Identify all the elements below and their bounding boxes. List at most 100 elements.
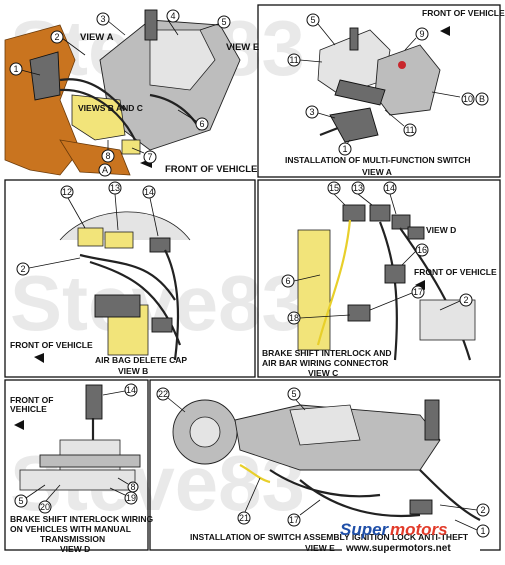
callout-11-bottom: 11 [384,109,417,137]
svg-text:7: 7 [147,152,152,162]
svg-text:5: 5 [310,15,315,25]
label-views-bc: VIEWS B AND C [78,103,143,113]
label-view-a: VIEW A [80,32,114,43]
svg-text:22: 22 [158,389,168,399]
callouts-main: 1 2 3 4 5 6 7 8 A [9,9,231,177]
column-housing-c-shape [297,229,331,351]
view-d-frame [4,379,149,551]
connector-15-shape [342,204,366,222]
callout-14: 14 [383,181,397,215]
view-a-wire [319,126,339,137]
lower-connector-shape [94,294,141,318]
view-b-caption-line1: AIR BAG DELETE CAP [95,355,187,365]
cross-member-shape [39,454,141,468]
svg-text:1: 1 [13,64,18,74]
connector-14d-shape [85,384,103,420]
switch-red-detail [398,61,406,69]
callout-6: 6 [177,109,209,131]
svg-text:10: 10 [463,94,473,104]
view-c-caption-line1: BRAKE SHIFT INTERLOCK AND [262,348,392,358]
svg-text:2: 2 [463,295,468,305]
url-backdrop [342,541,480,554]
callout-10: 10 [461,92,475,106]
svg-text:9: 9 [419,29,424,39]
callouts-view-d: 14 5 20 8 19 [14,383,139,514]
callouts-view-e: 22 5 21 17 2 1 [156,387,490,538]
callout-2: 2 [439,503,490,517]
connector-e-shape [409,499,433,515]
svg-text:2: 2 [480,505,485,515]
view-e-wire-2 [299,479,421,517]
view-e-wire-3 [419,469,481,521]
callout-14: 14 [142,185,159,237]
callout-5: 5 [199,15,231,31]
svg-text:1: 1 [342,144,347,154]
view-d-caption-line2: ON VEHICLES WITH MANUAL [10,524,131,534]
callout-2: 2 [439,293,473,311]
svg-text:20: 20 [40,502,50,512]
svg-text:12: 12 [62,187,72,197]
callouts-view-b: 12 13 14 2 [16,181,159,276]
callout-5: 5 [14,484,46,508]
vent-shape [29,51,61,101]
callout-13: 13 [108,181,122,231]
harness-wire-1 [59,78,126,111]
view-c-front-label: FRONT OF VEHICLE [414,267,497,277]
view-d-caption-line1: BRAKE SHIFT INTERLOCK WIRING [10,514,153,524]
view-d-connector-shape [407,226,425,240]
svg-text:14: 14 [385,183,395,193]
view-c-caption-line2: AIR BAR WIRING CONNECTOR [262,358,388,368]
callout-14: 14 [102,383,138,397]
callout-7: 7 [131,147,157,164]
callout-17: 17 [287,499,321,527]
view-a-front-arrow-icon [440,26,450,36]
callout-3: 3 [96,12,126,36]
svg-text:14: 14 [144,187,154,197]
view-b-wire-1 [79,253,176,301]
harness-wire-2 [59,88,136,141]
callout-21: 21 [237,477,261,525]
callout-8: 8 [101,140,115,163]
view-e-yellow-wire [239,464,271,484]
svg-text:18: 18 [289,313,299,323]
callouts-view-a: 5 9 11 3 1 11 10 B [287,13,489,156]
callout-1: 1 [454,519,490,538]
label-front-of-vehicle: FRONT OF VEHICLE [165,164,257,175]
brand-url[interactable]: www.supermotors.net [345,543,451,554]
svg-text:1: 1 [480,526,485,536]
bracket-stud-shape [349,27,359,51]
stalk-shape [334,79,386,106]
view-e-panel: INSTALLATION OF SWITCH ASSEMBLY IGNITION… [149,379,501,553]
ignition-housing-shape [289,404,361,446]
steering-wheel-center-shape [189,416,221,448]
view-b-wire-3 [164,249,180,361]
view-b-front-label: FRONT OF VEHICLE [10,340,93,350]
view-d-front-arrow-icon [14,420,24,430]
view-b-frame [4,179,256,378]
view-b-wire-2 [89,260,182,346]
callout-9: 9 [404,27,429,51]
callout-22: 22 [156,387,186,413]
view-c-caption-line3: VIEW C [308,368,338,378]
callout-11-top: 11 [287,53,323,67]
svg-text:13: 13 [353,183,363,193]
callout-13: 13 [351,181,373,206]
svg-text:11: 11 [289,55,298,65]
view-c-wire-1 [378,221,398,361]
connector-16-shape [384,264,406,284]
svg-text:6: 6 [285,276,290,286]
svg-text:14: 14 [126,385,136,395]
svg-text:A: A [102,165,108,175]
svg-text:5: 5 [221,17,226,27]
svg-text:17: 17 [413,287,423,297]
svg-text:5: 5 [18,496,23,506]
view-a-frame [257,4,501,178]
callout-3: 3 [305,105,336,119]
view-d-panel: FRONT OF VEHICLE BRAKE SHIFT INTERLOCK W… [4,379,153,554]
svg-text:B: B [479,94,485,104]
callout-15: 15 [327,181,346,206]
view-c-view-d-label: VIEW D [426,225,456,235]
view-e-frame [149,379,501,551]
lever-stub-shape [144,9,158,41]
view-a-caption-line1: INSTALLATION OF MULTI-FUNCTION SWITCH [285,155,471,165]
